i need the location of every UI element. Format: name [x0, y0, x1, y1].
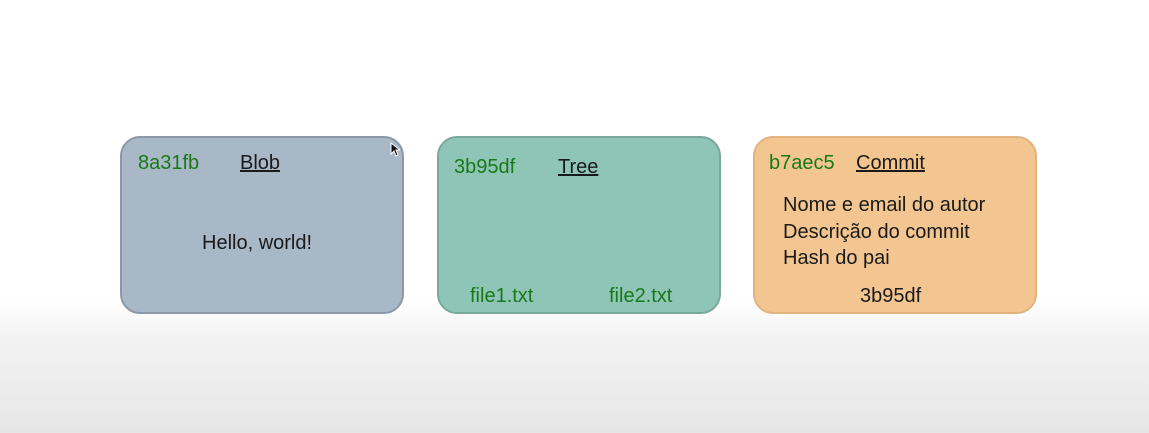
tree-hash: 3b95df: [454, 156, 516, 178]
tree-card: 3b95df Tree file1.txt file2.txt: [437, 136, 721, 314]
commit-metadata-list: Nome e email do autor Descrição do commi…: [783, 192, 985, 272]
mouse-pointer-icon: [390, 142, 400, 157]
blob-card: 8a31fb Blob Hello, world!: [120, 136, 404, 314]
tree-type-label: Tree: [558, 156, 599, 178]
blob-content: Hello, world!: [202, 232, 313, 254]
blob-type-label: Blob: [240, 152, 281, 174]
commit-description-line: Descrição do commit: [783, 220, 970, 243]
commit-type-label: Commit: [856, 152, 925, 174]
commit-hash: b7aec5: [769, 152, 835, 174]
tree-file-2: file2.txt: [609, 285, 673, 307]
commit-parent-hash-line: Hash do pai: [783, 247, 890, 269]
commit-tree-ref: 3b95df: [860, 285, 922, 307]
commit-card: b7aec5 Commit Nome e email do autor Desc…: [753, 136, 1037, 314]
blob-hash: 8a31fb: [138, 152, 200, 174]
commit-author-line: Nome e email do autor: [783, 194, 986, 216]
tree-file-1: file1.txt: [470, 285, 534, 307]
